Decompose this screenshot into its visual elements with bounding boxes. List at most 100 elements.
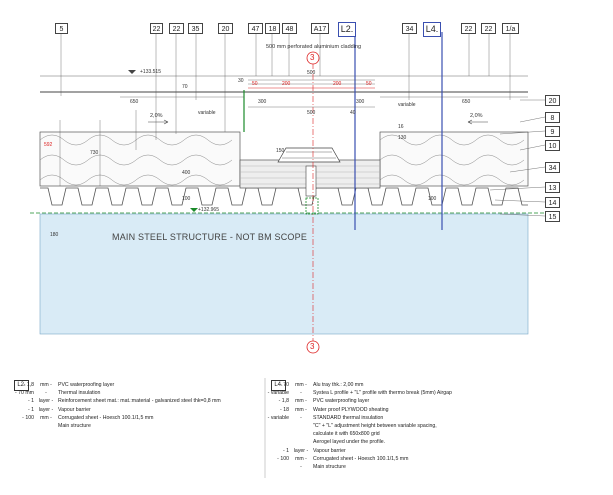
- slope-arrow-left: [148, 119, 169, 125]
- main-structure-scope-label: MAIN STEEL STRUCTURE - NOT BM SCOPE: [112, 232, 308, 242]
- section-mark-top-label: 3: [310, 53, 315, 62]
- legend-row: - 70 mm-Thermal insulation: [6, 389, 221, 397]
- legend-row: - 100 mm - Corrugated sheet - Hoesch 100.1…: [6, 414, 221, 422]
- legend-desc: PVC waterproofing layer: [58, 382, 115, 388]
- legend-unit: mm -: [295, 382, 307, 388]
- tag-18: 18: [265, 23, 280, 34]
- tag-48: 48: [282, 23, 297, 34]
- level-bottom-label: +132.965: [198, 207, 219, 213]
- dim-150: 150: [276, 148, 285, 154]
- legend-unit: mm -: [295, 398, 307, 405]
- tag-a17: A17: [311, 23, 329, 34]
- dim-592: 592: [44, 142, 53, 148]
- section-mark-bottom-label: 3: [310, 342, 315, 351]
- legend-desc: Alu tray thk.: 2,00 mm: [313, 382, 364, 388]
- dim-200-b: 200: [333, 81, 342, 87]
- tag-1a: 1/a: [502, 23, 519, 34]
- legend-qty: - 1,8: [23, 382, 34, 388]
- dim-500-mid: 500: [307, 110, 316, 116]
- slope-arrow-right: [467, 119, 488, 125]
- dim-100-right: 100: [428, 196, 437, 202]
- legend-unit: layer -: [38, 398, 54, 405]
- legend-unit: -: [300, 463, 302, 470]
- section-mark-top: [306, 51, 320, 65]
- tag-right-8: 8: [545, 112, 560, 123]
- dim-variable-left: variable: [198, 110, 216, 116]
- tag-47: 47: [248, 23, 263, 34]
- legend-unit: mm -: [40, 382, 52, 388]
- legend-row: calculate it with 650x800 grid: [261, 430, 452, 438]
- legend-desc: "C" + "L" adjustment height between vari…: [313, 422, 437, 429]
- legend-qty: - 1,8: [278, 398, 289, 405]
- dim-730: 730: [90, 150, 99, 156]
- legend-desc: Reinforcement sheet mat.: mat.:material …: [58, 398, 221, 405]
- green-detail-box: [305, 197, 319, 215]
- legend-desc: Thermal insulation: [58, 390, 101, 397]
- level-marker-top: [128, 70, 136, 74]
- legend-unit: mm -: [295, 406, 307, 413]
- legend-qty: - variable: [267, 390, 289, 397]
- legend-row: - 1 layer - Reinforcement sheet mat.: mat.…: [6, 397, 221, 405]
- slope-label-left: 2,0%: [150, 113, 163, 119]
- dim-50-left: 50: [252, 81, 258, 87]
- legend-l4-id: L4.: [271, 380, 286, 391]
- legend-row: - 100 mm - Corrugated sheet - Hoesch 100.1…: [261, 455, 452, 463]
- legend-row: - 1,8 mm - PVC waterproofing layer: [6, 381, 221, 389]
- legend-row: Main structure: [6, 422, 221, 430]
- leader-lines: [60, 34, 546, 217]
- dim-500-top: 500: [307, 70, 316, 76]
- dim-30: 30: [238, 78, 244, 84]
- legend-qty: - 1: [27, 406, 34, 413]
- legend-row: - 1,8 mm - PVC waterproofing layer: [261, 397, 452, 405]
- legend-desc: Vapour barrier: [313, 447, 346, 454]
- legend-unit: layer -: [293, 447, 309, 454]
- legend-desc: PVC waterproofing layer: [313, 398, 370, 405]
- legend-unit: -: [300, 390, 302, 397]
- legend-row: "C" + "L" adjustment height between vari…: [261, 422, 452, 430]
- level-marker-bottom: [190, 208, 198, 212]
- legend-desc: Main structure: [58, 422, 91, 429]
- legend-row: -Main structure: [261, 463, 452, 471]
- legend-unit: -: [45, 390, 47, 397]
- legend-unit: mm -: [40, 414, 52, 421]
- tag-right-15: 15: [545, 211, 560, 222]
- dim-300-right: 300: [356, 99, 365, 105]
- legend-l2-id: L2.: [14, 380, 29, 391]
- tag-right-14: 14: [545, 197, 560, 208]
- legend-desc: calculate it with 650x800 grid: [313, 431, 380, 438]
- insulation-right: [379, 131, 529, 187]
- tag-right-9: 9: [545, 126, 560, 137]
- dim-300-left: 300: [258, 99, 267, 105]
- legend-qty: - 100: [277, 455, 289, 462]
- tag-22-b: 22: [169, 23, 184, 34]
- legend-qty: - 100: [22, 414, 34, 421]
- tag-right-13: 13: [545, 182, 560, 193]
- legend-qty: - 18: [280, 406, 289, 413]
- legend-desc: Corrugated sheet - Hoesch 100.1/1,5 mm: [313, 455, 409, 462]
- dim-50-right: 50: [366, 81, 372, 87]
- tag-right-20: 20: [545, 95, 560, 106]
- legend-row: - 1 layer - Vapour barrier: [261, 447, 452, 455]
- legend-desc: Aerogel layed under the profile.: [313, 439, 386, 446]
- legend-unit: mm -: [295, 455, 307, 462]
- slope-label-right: 2,0%: [470, 113, 483, 119]
- legend-desc: Corrugated sheet - Hoesch 100.1/1,5 mm: [58, 414, 154, 421]
- tag-5: 5: [55, 23, 68, 34]
- tag-35: 35: [188, 23, 203, 34]
- insulation-left: [39, 131, 241, 187]
- legend-qty: - variable: [267, 414, 289, 421]
- tag-22-a: 22: [150, 23, 163, 34]
- gutter-center: [239, 147, 381, 197]
- dim-650-right: 650: [462, 99, 471, 105]
- legend-qty: - 1: [282, 447, 289, 454]
- legend-desc: STANDARD thermal insulation: [313, 414, 384, 421]
- tag-right-34: 34: [545, 162, 560, 173]
- legend-qty: - 1: [27, 398, 34, 405]
- legend-unit: layer -: [38, 406, 54, 413]
- tag-l4: L4.: [423, 22, 441, 37]
- dim-variable-right: variable: [398, 102, 416, 108]
- dim-200-a: 200: [282, 81, 291, 87]
- tag-l2: L2.: [338, 22, 356, 37]
